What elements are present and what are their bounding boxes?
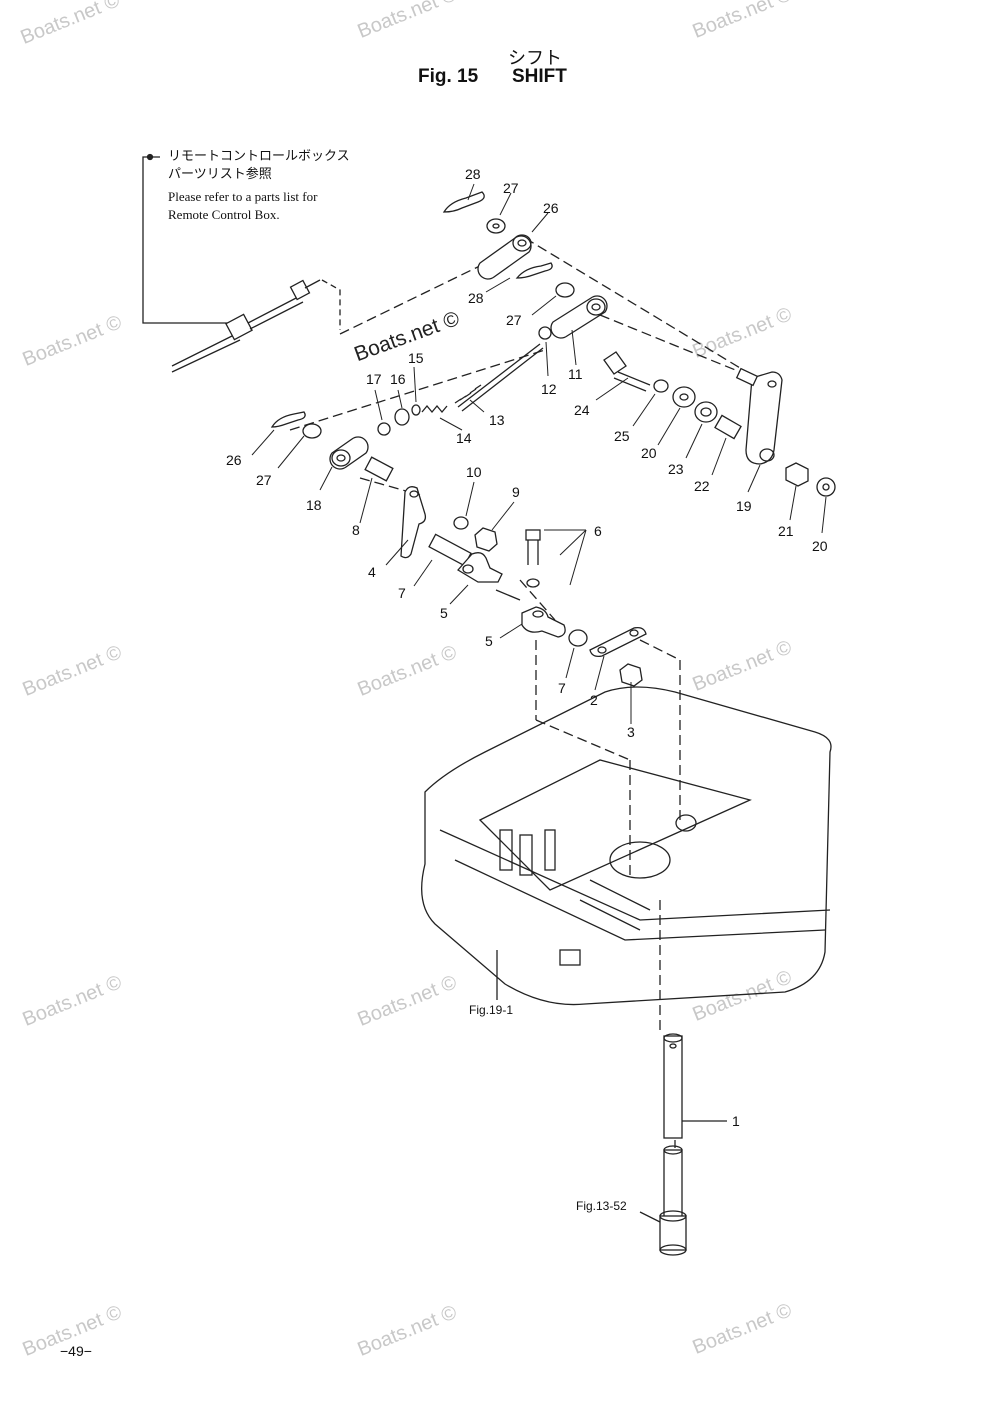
remote-control-note: リモートコントロールボックス パーツリスト参照 Please refer to …: [168, 148, 350, 224]
part-number-5: 5: [485, 633, 493, 649]
jp-title: シフト: [508, 48, 562, 69]
part-number-1: 1: [732, 1113, 740, 1129]
part-leaders: [251, 183, 827, 724]
part-number-27: 27: [256, 472, 272, 488]
engine-base-outline: [421, 686, 832, 1006]
part-number-5: 5: [440, 605, 448, 621]
washer-23: [694, 401, 718, 423]
part-number-26: 26: [543, 200, 559, 216]
page-number: −49−: [60, 1343, 92, 1359]
part-number-23: 23: [668, 461, 684, 477]
part-number-21: 21: [778, 523, 794, 539]
washer-23-hole: [700, 407, 712, 417]
clip-28: [442, 191, 485, 213]
bracket-4: [400, 486, 427, 559]
figure-title: SHIFT: [512, 66, 567, 87]
fig-13-52-reference: Fig.13-52: [576, 1199, 627, 1213]
part-number-27: 27: [503, 180, 519, 196]
shift-arm-5: [428, 533, 521, 601]
bolt-6: [525, 529, 541, 588]
part-number-11: 11: [568, 366, 583, 382]
nut-3: [619, 663, 643, 687]
washer-20: [816, 477, 836, 497]
part-number-28: 28: [468, 290, 484, 306]
remote-cable: [171, 279, 341, 373]
note-jp-line1: リモートコントロールボックス: [168, 149, 350, 164]
ball-joint-26: [477, 234, 532, 280]
washer-27-hole: [492, 223, 500, 229]
part-number-2: 2: [590, 692, 598, 708]
part-number-25: 25: [614, 428, 630, 444]
part-number-9: 9: [512, 484, 520, 500]
part-number-18: 18: [306, 497, 322, 513]
part-number-12: 12: [541, 381, 557, 397]
note-en-line2: Remote Control Box.: [168, 207, 280, 222]
part-number-19: 19: [736, 498, 752, 514]
part-number-16: 16: [390, 371, 406, 387]
spring-14: [421, 404, 448, 414]
part-number-22: 22: [694, 478, 710, 494]
part-number-17: 17: [366, 371, 382, 387]
lever-19: [735, 367, 783, 465]
clip-26: [270, 411, 306, 428]
figure-number: Fig. 15: [418, 66, 479, 87]
nut-21: [785, 462, 809, 487]
part-number-3: 3: [627, 724, 635, 740]
shift-arm-5: [521, 606, 566, 638]
washer-20: [672, 386, 696, 408]
washer-25: [653, 379, 669, 393]
pin-8: [364, 456, 394, 482]
ball-joint-18: [329, 436, 369, 470]
link-plate-2: [589, 626, 647, 658]
shift-rod-13: [454, 343, 544, 412]
washer-27: [486, 218, 506, 234]
part-number-27: 27: [506, 312, 522, 328]
part-number-28: 28: [465, 166, 481, 182]
washer-10: [453, 516, 469, 530]
part-number-26: 26: [226, 452, 242, 468]
part-number-24: 24: [574, 402, 590, 418]
part-number-20: 20: [812, 538, 828, 554]
part-15: [411, 404, 421, 416]
shift-shaft-1: [663, 1033, 727, 1229]
note-en-line1: Please refer to a parts list for: [168, 189, 318, 204]
part-number-10: 10: [466, 464, 482, 480]
assembly-dash-lines: [289, 237, 761, 1148]
part-number-20: 20: [641, 445, 657, 461]
collar-22: [714, 414, 742, 440]
washer-20-hole: [822, 483, 830, 491]
part-number-15: 15: [408, 350, 424, 366]
washer-27: [302, 423, 322, 439]
part-16: [394, 408, 410, 426]
note-leader-line: [142, 153, 228, 324]
nut-12: [538, 326, 552, 340]
fig-19-1-reference: Fig.19-1: [469, 1003, 514, 1017]
clip-28: [515, 262, 553, 279]
part-number-13: 13: [489, 412, 505, 428]
note-jp-line2: パーツリスト参照: [168, 167, 272, 182]
part-number-6: 6: [594, 523, 602, 539]
part-number-7: 7: [558, 680, 566, 696]
nut-9: [474, 527, 498, 552]
washer-20-hole: [679, 393, 689, 401]
ball-joint-11: [550, 295, 608, 339]
washer-27: [555, 282, 575, 298]
part-number-14: 14: [456, 430, 472, 446]
part-number-8: 8: [352, 522, 360, 538]
part-17: [377, 422, 391, 436]
coupling: [639, 1210, 687, 1256]
bolt-24: [603, 351, 651, 392]
part-number-7: 7: [398, 585, 406, 601]
washer-7: [568, 629, 588, 647]
part-number-4: 4: [368, 564, 376, 580]
